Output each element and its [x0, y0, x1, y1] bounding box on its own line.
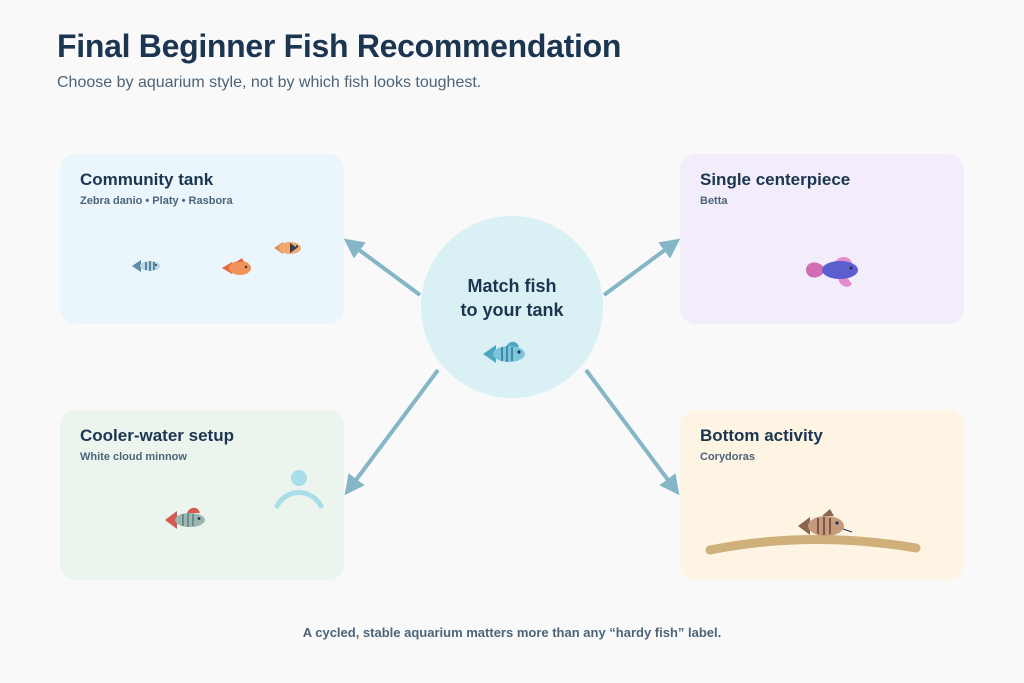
center-hub: Match fish to your tank [421, 216, 603, 398]
card-title: Bottom activity [700, 426, 823, 445]
page-title: Final Beginner Fish Recommendation [57, 28, 622, 64]
page-subtitle: Choose by aquarium style, not by which f… [57, 74, 482, 91]
substrate-bar-icon [705, 534, 921, 555]
card-single-centerpiece: Single centerpiece Betta [680, 154, 964, 324]
arrow-to-bottom [584, 368, 680, 496]
hub-fish-illustration [483, 341, 525, 363]
card-community-tank: Community tank Zebra danio • Platy • Ras… [60, 154, 344, 324]
card-cooler-water-setup: Cooler-water setup White cloud minnow [60, 410, 344, 580]
card-fish-list: White cloud minnow [80, 451, 187, 463]
card-title: Single centerpiece [700, 170, 851, 189]
footer-note: A cycled, stable aquarium matters more t… [302, 625, 722, 640]
community-fish-illustration [132, 242, 301, 275]
card-bottom-activity: Bottom activity Corydoras [680, 410, 964, 580]
minnow-illustration [165, 470, 324, 529]
card-fish-list: Zebra danio • Platy • Rasbora [80, 195, 233, 207]
hub-line-2: to your tank [460, 300, 564, 320]
card-title: Cooler-water setup [80, 426, 234, 445]
zebra-danio-icon [132, 260, 160, 272]
card-fish-list: Corydoras [700, 451, 756, 463]
betta-icon [806, 256, 858, 287]
arrow-to-cool [344, 368, 440, 496]
corydoras-illustration [705, 509, 921, 555]
card-title: Community tank [80, 170, 214, 189]
fish-icon [483, 341, 525, 363]
hub-label: Match fish to your tank [421, 274, 603, 322]
hub-line-1: Match fish [467, 276, 557, 296]
cool-water-person-icon [274, 470, 324, 509]
betta-illustration [806, 256, 858, 287]
corydoras-icon [798, 509, 853, 536]
card-fish-list: Betta [700, 195, 728, 207]
arrow-to-community [343, 238, 422, 297]
rasbora-icon [274, 242, 301, 254]
platy-icon [222, 258, 251, 275]
white-cloud-minnow-icon [165, 507, 205, 529]
arrow-to-single [602, 238, 681, 297]
